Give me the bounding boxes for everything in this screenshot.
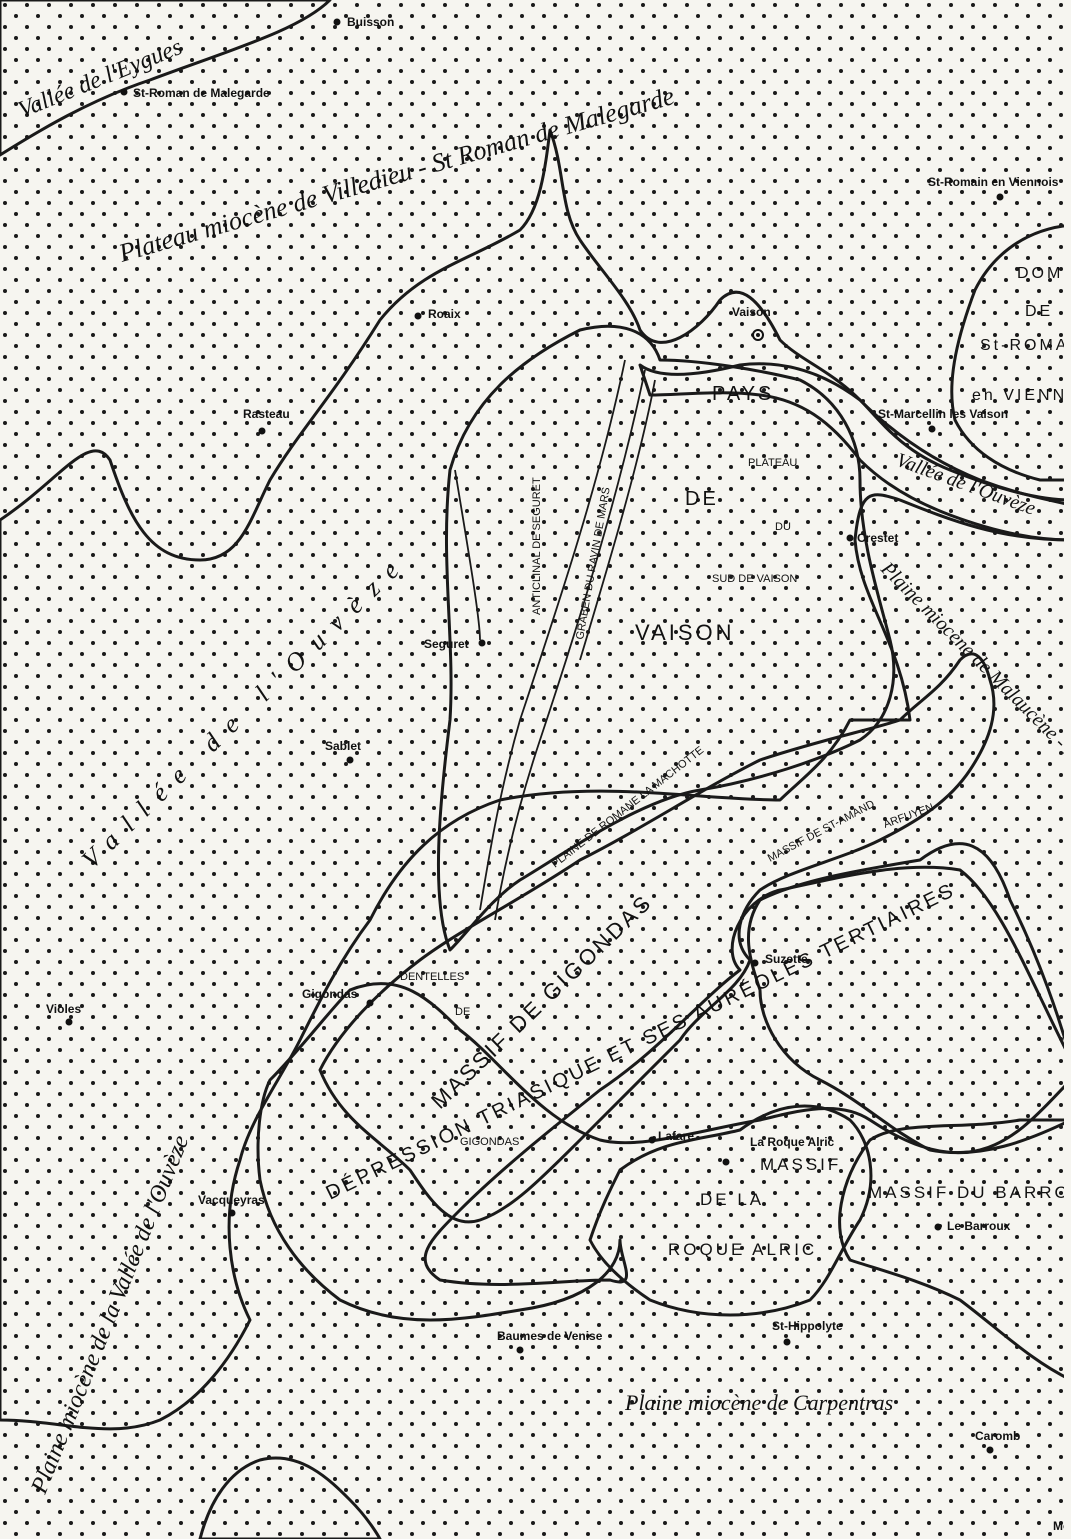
label-du: DU: [775, 521, 791, 533]
svg-text:Suzette: Suzette: [765, 952, 808, 966]
label-dentelles: DENTELLES: [400, 971, 464, 983]
town-rasteau: Rasteau: [243, 407, 290, 435]
label-dome: DOME: [1017, 265, 1071, 282]
town-suzette: Suzette: [751, 952, 808, 967]
graben-line-east: [579, 379, 656, 661]
label-sud-de-vaison: SUD DE VAISON: [712, 573, 797, 585]
label-massif-barroux: MASSIF DU BARROUX: [868, 1183, 1071, 1202]
svg-text:Seguret: Seguret: [424, 637, 469, 651]
svg-text:St-Marcellin les Vaison: St-Marcellin les Vaison: [878, 407, 1008, 421]
label-dentelles-gigondas: GIGONDAS: [460, 1136, 519, 1148]
svg-text:Caromb: Caromb: [975, 1429, 1020, 1443]
svg-text:St-Hippolyte: St-Hippolyte: [772, 1319, 843, 1333]
town-vacqueyras: Vacqueyras: [198, 1193, 265, 1217]
vallee-eygues-area: [0, 0, 332, 157]
town-seguret: Seguret: [424, 637, 486, 651]
town-st-romain-en-viennois: St-Romain en Viennois: [928, 175, 1059, 201]
svg-text:Vacqueyras: Vacqueyras: [198, 1193, 265, 1207]
label-plaine-carpentras: Plaine miocène de Carpentras: [624, 1390, 893, 1415]
svg-text:Sablet: Sablet: [325, 739, 361, 753]
svg-text:Vaison: Vaison: [732, 305, 771, 319]
label-dome-en-viennois: en VIENNOIS: [972, 387, 1071, 404]
label-dome-de: DE: [1025, 303, 1053, 320]
svg-text:Gigondas: Gigondas: [302, 987, 358, 1001]
svg-text:Violes: Violes: [46, 1002, 81, 1016]
town-gigondas: Gigondas: [302, 987, 374, 1007]
label-de: DE: [685, 488, 719, 510]
town-st-marcellin-les-vaison: St-Marcellin les Vaison: [878, 407, 1008, 433]
town-sablet: Sablet: [325, 739, 361, 764]
dome-st-romain-area: [950, 223, 1071, 482]
ouveze-east-river: [638, 362, 1071, 542]
towns-layer: Buisson St-Roman de Malegarde St-Romain …: [46, 15, 1070, 1533]
label-massif-roque-de: DE LA: [700, 1190, 764, 1209]
town-roaix: Roaix: [414, 307, 461, 321]
town-st-hippolyte: St-Hippolyte: [772, 1319, 843, 1346]
label-dome-st-romain: St-ROMAIN: [980, 337, 1071, 354]
svg-text:Lafare: Lafare: [658, 1129, 694, 1143]
massif-gigondas-area: [318, 652, 996, 1224]
svg-text:La Roque Alric: La Roque Alric: [750, 1135, 835, 1149]
label-vaison: VAISON: [635, 620, 735, 645]
svg-text:Crestet: Crestet: [857, 531, 898, 545]
town-lafare: Lafare: [648, 1129, 694, 1144]
town-violes: Violes: [46, 1002, 81, 1026]
svg-text:Baumes de Venise: Baumes de Venise: [497, 1329, 603, 1343]
bottom-river: [198, 1456, 382, 1539]
town-buisson: Buisson: [333, 15, 394, 29]
svg-text:St-Roman de Malegarde: St-Roman de Malegarde: [133, 86, 270, 100]
graben-line-west: [494, 369, 646, 921]
label-pays: PAYS: [712, 383, 774, 405]
svg-text:Le Barroux: Le Barroux: [947, 1219, 1011, 1233]
label-dentelles-de: DE: [455, 1006, 470, 1018]
svg-text:Rasteau: Rasteau: [243, 407, 290, 421]
aureoles-tertiaires-area: [746, 842, 1071, 1155]
town-caromb: Caromb: [975, 1429, 1020, 1454]
town-crestet: Crestet: [846, 531, 898, 545]
label-massif-roque: MASSIF: [760, 1155, 841, 1174]
town-la-roque-alric: La Roque Alric: [722, 1135, 835, 1166]
massif-barroux-area: [838, 1118, 1071, 1382]
label-anticlinal: ANTICLINAL DE SEGURET: [531, 477, 543, 615]
label-massif-roque-name: ROQUE ALRIC: [668, 1240, 817, 1259]
anticlinal-line: [479, 359, 626, 911]
pays-de-vaison-area: [436, 324, 896, 952]
seguret-line: [454, 469, 481, 641]
town-st-roman-de-malegarde: St-Roman de Malegarde: [120, 86, 270, 100]
label-plateau: PLATEAU: [748, 457, 797, 469]
svg-text:Roaix: Roaix: [428, 307, 461, 321]
svg-text:St-Romain en Viennois: St-Romain en Viennois: [928, 175, 1059, 189]
town-baumes-de-venise: Baumes de Venise: [497, 1329, 603, 1354]
massif-roque-alric-area: [588, 1104, 873, 1317]
town-le-barroux: Le Barroux: [934, 1219, 1011, 1233]
scan-edge: [1064, 0, 1071, 1539]
town-vaison: Vaison: [732, 305, 771, 341]
svg-text:Buisson: Buisson: [347, 15, 394, 29]
